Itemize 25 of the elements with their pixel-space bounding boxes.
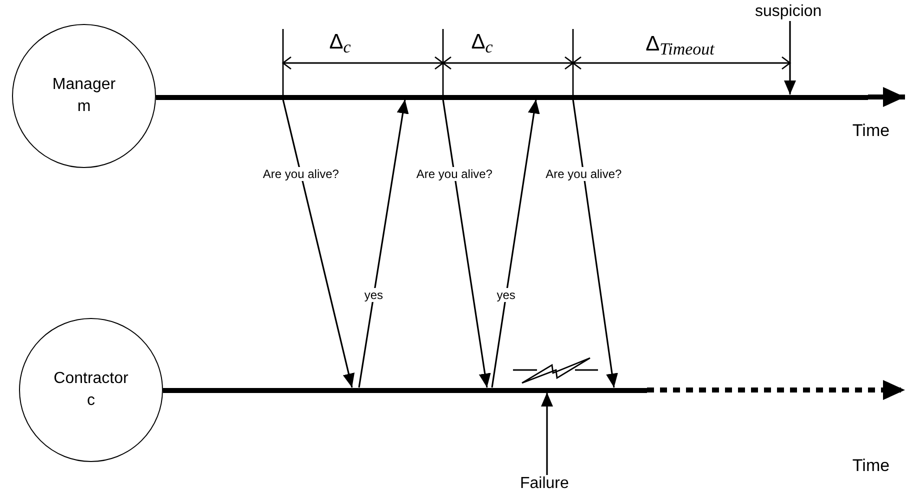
dimension-label: Δ$_{c}$	[471, 30, 493, 58]
arrow	[491, 99, 540, 388]
arrow	[358, 99, 409, 388]
arrow	[282, 99, 355, 388]
edge-label: yes	[496, 288, 516, 302]
axis-label: Time	[852, 456, 890, 476]
dimension-label: Δ$_{c}$	[329, 30, 351, 58]
edge-label: Are you alive?	[262, 167, 340, 182]
node-label: Manager m	[51, 75, 117, 117]
timeline-bar	[163, 388, 647, 392]
event-label: suspicion	[755, 3, 822, 21]
edge-label: Are you alive?	[544, 167, 623, 182]
arrow	[541, 392, 553, 475]
event-label: Failure	[520, 475, 569, 493]
axis-label: Time	[852, 121, 890, 141]
timeline-bar	[156, 94, 868, 100]
arrow	[647, 380, 905, 400]
dimension-label: Δ$_{Timeout}$	[646, 32, 714, 60]
arrow	[442, 99, 491, 388]
node-label: Contractor c	[52, 369, 130, 411]
edge-label: yes	[363, 288, 384, 302]
arrow	[572, 99, 618, 388]
arrow	[784, 21, 796, 94]
arrow	[868, 87, 905, 107]
edge-label: Are you alive?	[415, 167, 494, 182]
